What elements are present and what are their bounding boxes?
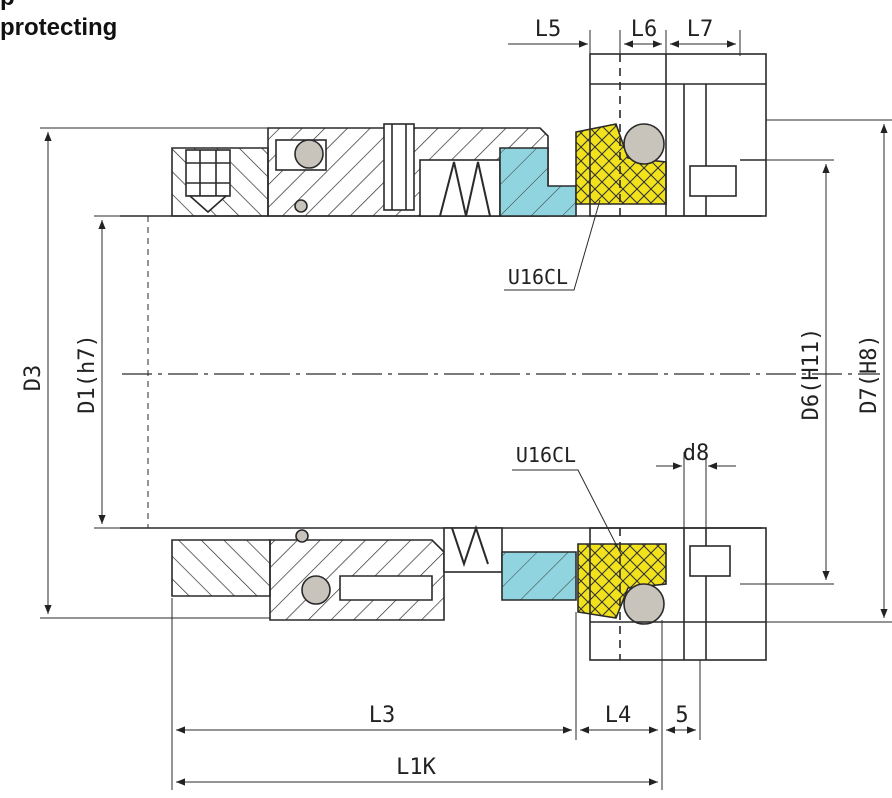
lower-stationary-seat xyxy=(577,543,667,619)
lower-collar xyxy=(171,539,271,597)
label-L3: L3 xyxy=(369,703,396,728)
label-D7: D7(H8) xyxy=(857,334,882,413)
dim-D1 xyxy=(94,215,138,529)
upper-oring-tiny xyxy=(294,199,308,213)
label-S: 5 xyxy=(675,703,688,728)
upper-section xyxy=(171,53,767,217)
lower-seal-ring xyxy=(501,551,577,601)
lower-gland xyxy=(589,527,767,661)
shaft xyxy=(120,215,762,529)
heading-line-protecting: protecting xyxy=(0,14,118,41)
dim-D7 xyxy=(766,119,892,623)
label-L1K: L1K xyxy=(396,755,436,780)
dim-D3 xyxy=(40,127,270,619)
lower-section xyxy=(171,524,767,661)
label-L4: L4 xyxy=(605,703,632,728)
label-D3: D3 xyxy=(21,365,46,392)
dim-top-lengths xyxy=(508,30,741,56)
lower-oring-tiny xyxy=(295,529,309,543)
lower-wave-spring xyxy=(451,524,489,568)
lower-oring-small xyxy=(301,575,331,605)
callout-lower-material: U16CL xyxy=(516,443,576,467)
upper-set-screw xyxy=(185,149,231,197)
lower-oring-large xyxy=(623,583,665,625)
label-L5: L5 xyxy=(535,17,562,42)
label-L6: L6 xyxy=(631,17,658,42)
upper-oring-small xyxy=(294,139,324,169)
heading-line-top: p xyxy=(0,0,15,10)
dim-bottom-lengths xyxy=(171,598,701,790)
upper-seal-ring xyxy=(499,147,577,217)
label-L7: L7 xyxy=(687,17,714,42)
upper-drive-pin xyxy=(383,123,415,211)
upper-wave-spring xyxy=(439,161,491,217)
dim-D6 xyxy=(740,159,834,585)
callout-upper-material: U16CL xyxy=(508,265,568,289)
label-D1: D1(h7) xyxy=(75,334,100,413)
upper-gland xyxy=(589,53,767,217)
label-D6: D6(H11) xyxy=(799,328,824,421)
dim-d8 xyxy=(656,452,736,530)
callout-leaders xyxy=(504,199,623,557)
upper-oring-large xyxy=(623,123,665,165)
label-d8: d8 xyxy=(683,441,710,466)
